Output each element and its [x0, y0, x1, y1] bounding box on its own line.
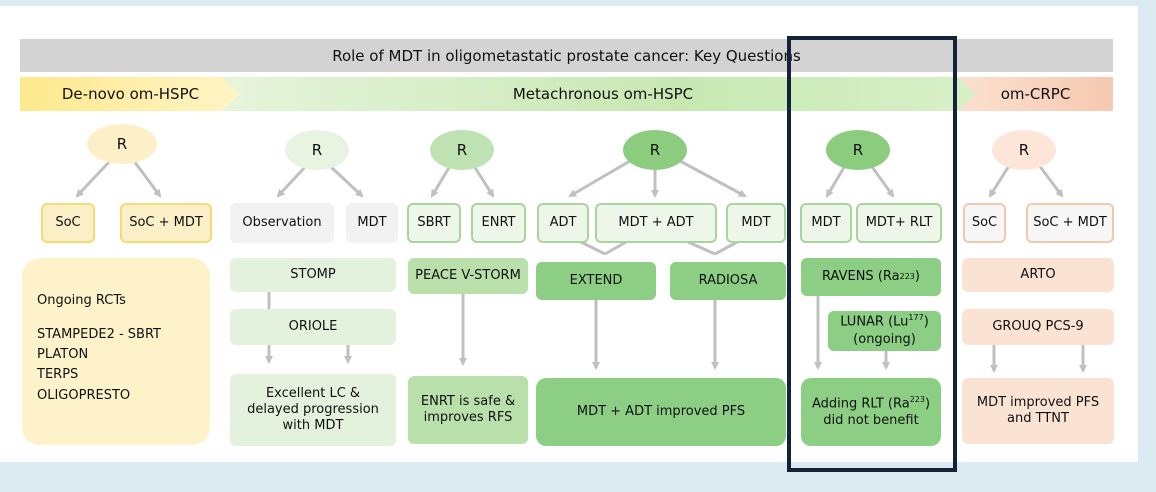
arm-enrt: ENRT — [471, 203, 526, 243]
trial-oriole: ORIOLE — [230, 309, 396, 345]
arm-soc-mdt-crpc: SoC + MDT — [1026, 203, 1114, 243]
arm-mdt-ravens: MDT — [800, 203, 852, 243]
trial-lunar-sup: 177 — [908, 313, 924, 323]
trial-lunar-end: ) — [923, 314, 929, 330]
randomization-node-stomp: R — [285, 130, 349, 170]
result-col5-sup: 223 — [909, 395, 925, 405]
page-title: Role of MDT in oligometastatic prostate … — [20, 39, 1113, 72]
trial-ravens-end: ) — [914, 268, 920, 284]
trial-lunar-text: LUNAR (Lu — [840, 314, 909, 330]
rct-item: STAMPEDE2 - SBRT — [37, 327, 161, 343]
ongoing-rcts-heading: Ongoing RCTs — [37, 293, 126, 308]
randomization-node-extend: R — [623, 130, 687, 170]
result-col6: MDT improved PFS and TTNT — [962, 378, 1114, 444]
result-col4: MDT + ADT improved PFS — [536, 378, 786, 446]
arm-soc-crpc: SoC — [963, 203, 1006, 243]
arm-soc-mdt-denovo: SoC + MDT — [120, 203, 212, 243]
trial-radiosa: RADIOSA — [670, 262, 786, 300]
ongoing-rcts-panel: Ongoing RCTs STAMPEDE2 - SBRT PLATON TER… — [22, 258, 210, 445]
arm-mdt-stomp: MDT — [346, 203, 398, 243]
randomization-node-peace: R — [430, 130, 494, 170]
band-om-crpc: om-CRPC — [958, 77, 1113, 111]
trial-lunar-note: (ongoing) — [853, 331, 916, 347]
result-col5-line2: did not benefit — [823, 412, 919, 428]
trial-grouq-pcs-9: GROUQ PCS-9 — [962, 309, 1114, 345]
randomization-node-ravens: R — [826, 130, 890, 170]
result-col3: ENRT is safe & improves RFS — [408, 376, 528, 444]
arm-adt: ADT — [537, 203, 589, 243]
arm-mdt-adt: MDT + ADT — [595, 203, 717, 243]
trial-extend: EXTEND — [536, 262, 656, 300]
result-col2: Excellent LC & delayed progression with … — [230, 374, 396, 446]
highlight-frame — [787, 36, 957, 472]
arm-soc-denovo: SoC — [41, 203, 95, 243]
result-col5-text: Adding RLT (Ra — [811, 396, 910, 412]
rct-item: PLATON — [37, 347, 89, 363]
band-denovo-om-hspc: De-novo om-HSPC — [20, 77, 241, 111]
slide-canvas: Role of MDT in oligometastatic prostate … — [0, 6, 1138, 472]
trial-lunar: LUNAR (Lu177) (ongoing) — [828, 311, 941, 351]
trial-arto: ARTO — [962, 258, 1114, 292]
randomization-node-denovo: R — [87, 124, 157, 164]
result-col5-end: ) — [924, 396, 931, 412]
rct-item: TERPS — [37, 367, 79, 383]
arm-mdt-radiosa: MDT — [726, 203, 786, 243]
result-col5: Adding RLT (Ra223) did not benefit — [801, 378, 941, 446]
trial-peace-v-storm: PEACE V-STORM — [408, 258, 528, 294]
trial-ravens-text: RAVENS (Ra — [822, 268, 900, 284]
randomization-node-crpc: R — [992, 130, 1056, 170]
trial-ravens-sup: 223 — [899, 272, 915, 281]
arm-sbrt: SBRT — [407, 203, 461, 243]
arm-observation: Observation — [230, 203, 334, 243]
arm-mdt-rlt: MDT+ RLT — [856, 203, 942, 243]
band-metachronous-om-hspc: Metachronous om-HSPC — [222, 77, 984, 111]
trial-stomp: STOMP — [230, 258, 396, 292]
rct-item: OLIGOPRESTO — [37, 387, 131, 403]
